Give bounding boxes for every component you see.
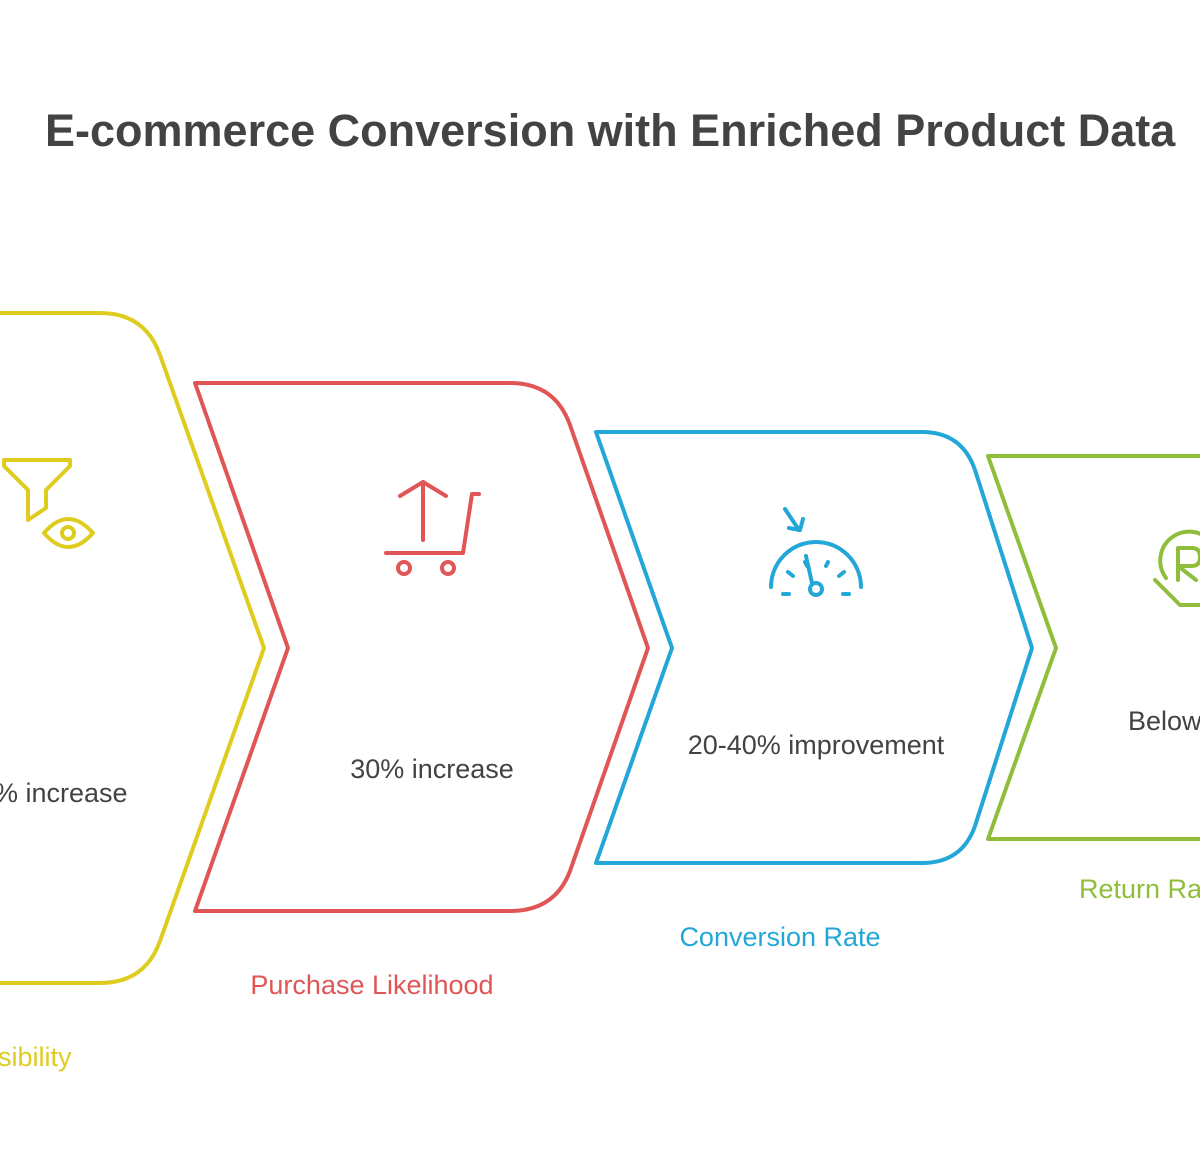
step-visibility-label: sibility [0,1042,72,1072]
step-return-rate-stat: Below [1128,706,1200,736]
step-conversion-rate-label: Conversion Rate [679,922,880,952]
step-conversion-rate-stat: 20-40% improvement [688,730,945,760]
speedometer-icon [769,507,863,597]
step-return-rate-label: Return Ra [1079,874,1200,904]
page-title: E-commerce Conversion with Enriched Prod… [45,105,1176,156]
step-return-rate-chevron [986,454,1200,841]
step-purchase-likelihood-label: Purchase Likelihood [250,970,493,1000]
step-purchase-likelihood-chevron [193,381,650,913]
step-conversion-rate-chevron [594,430,1034,865]
cart-arrow-up-icon [384,480,481,576]
step-visibility-chevron [0,311,266,985]
step-conversion-rate: 20-40% improvement Conversion Rate [594,430,1034,952]
step-purchase-likelihood-stat: 30% increase [350,754,514,784]
step-visibility-stat: % increase [0,778,128,808]
return-badge-icon [1153,529,1200,607]
step-visibility: % increase sibility [0,311,266,1072]
funnel-eye-icon [2,458,95,549]
step-purchase-likelihood: 30% increase Purchase Likelihood [193,381,650,1000]
step-return-rate: Below Return Ra [986,454,1200,904]
